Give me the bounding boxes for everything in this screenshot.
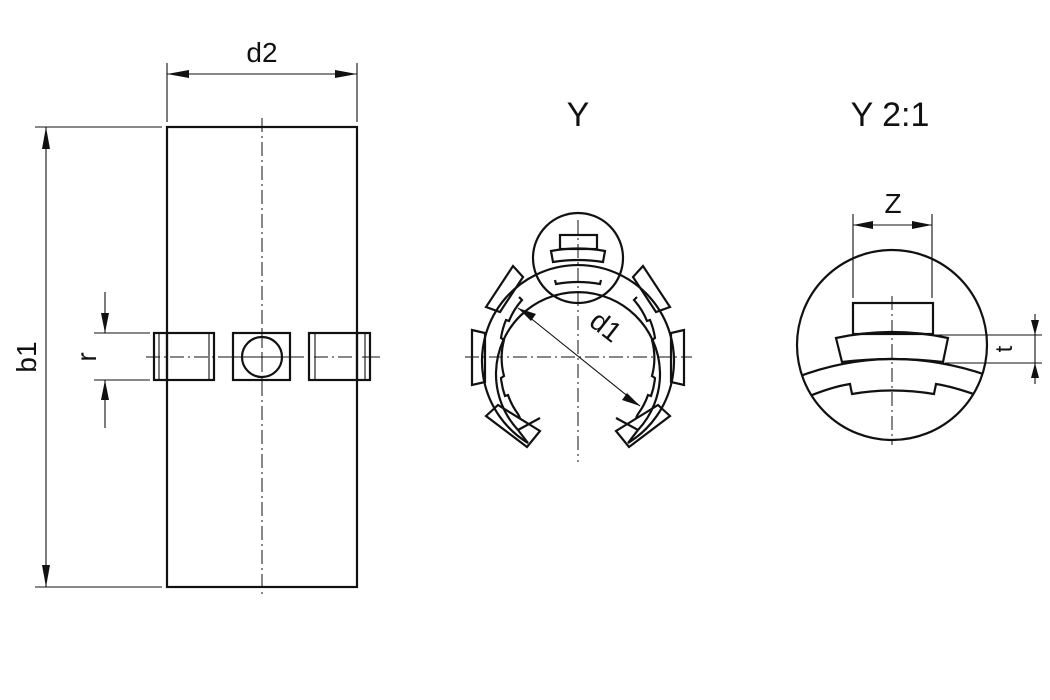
- title-y-2-1: Y 2:1: [851, 96, 930, 134]
- dimension-b1: [35, 126, 162, 588]
- inner-toothed-arc-right: [632, 296, 657, 419]
- key-block: [851, 301, 935, 336]
- label-t: t: [991, 345, 1018, 352]
- label-d1: d1: [584, 305, 628, 349]
- inner-toothed-arc-left: [499, 296, 524, 419]
- dimension-t: [935, 314, 1042, 384]
- tab-right: [669, 328, 686, 387]
- dimension-d1: [517, 307, 641, 407]
- ring-inner-arc: [799, 382, 987, 402]
- detail-view-y-2-1: Y 2:1 Z t: [795, 96, 1042, 445]
- dimension-r: [94, 292, 150, 428]
- label-r: r: [71, 352, 102, 361]
- dimension-d2: [166, 63, 358, 122]
- section-view-y: Y: [465, 96, 692, 462]
- tab-left: [470, 328, 487, 387]
- label-d2: d2: [246, 37, 277, 68]
- slot-block-center: [228, 328, 296, 386]
- middle-ring-arc: [494, 291, 662, 431]
- label-z: Z: [884, 188, 901, 219]
- side-view: d2 b1 r: [11, 37, 380, 596]
- outer-tabs: [470, 264, 686, 449]
- tab-upper-right: [631, 264, 672, 314]
- slot-block-left: [152, 331, 216, 382]
- tab-lower-right: [614, 403, 672, 449]
- label-b1: b1: [11, 341, 42, 372]
- tab-upper-left: [484, 264, 525, 314]
- dimension-z: [852, 214, 933, 298]
- title-y: Y: [567, 96, 590, 134]
- ring-outer-arc: [797, 357, 987, 382]
- tab-lower-left: [484, 403, 542, 449]
